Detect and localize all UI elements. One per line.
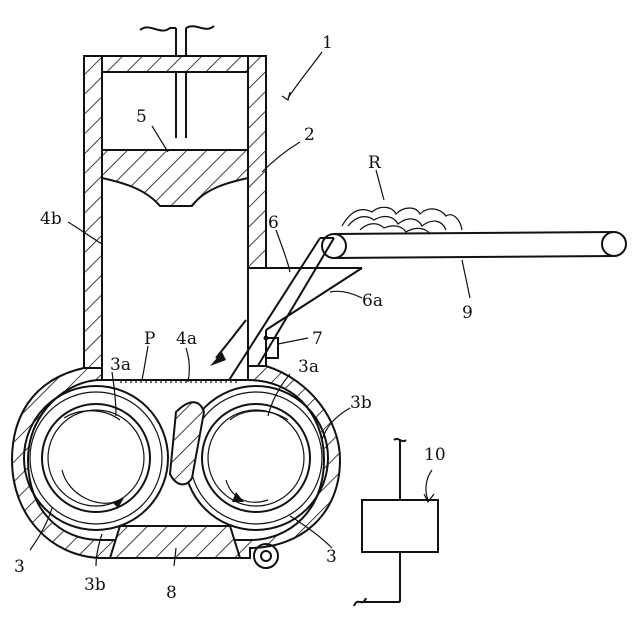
flow-arrow	[210, 320, 246, 366]
label-R: R	[368, 153, 382, 173]
label-3b-right: 3b	[350, 393, 372, 413]
label-5: 5	[136, 107, 147, 127]
rubber-material	[342, 207, 462, 234]
label-4b: 4b	[40, 209, 62, 229]
label-6a: 6a	[362, 291, 383, 311]
label-P: P	[144, 329, 155, 349]
label-4a: 4a	[176, 329, 197, 349]
label-3a-left: 3a	[110, 355, 131, 375]
label-2: 2	[304, 125, 315, 145]
label-3-left: 3	[14, 557, 25, 577]
label-8: 8	[166, 583, 177, 603]
label-1: 1	[322, 33, 333, 53]
label-3b-left: 3b	[84, 575, 106, 595]
ram-assembly	[102, 26, 248, 206]
label-6: 6	[268, 213, 279, 233]
label-7: 7	[312, 329, 323, 349]
ram-head	[102, 150, 248, 206]
sensor-dot	[264, 336, 269, 341]
conveyor	[322, 232, 626, 258]
label-9: 9	[462, 303, 473, 323]
label-10: 10	[424, 445, 446, 465]
feed-chute	[224, 238, 362, 396]
label-3a-right: 3a	[298, 357, 319, 377]
label-3-right: 3	[326, 547, 337, 567]
